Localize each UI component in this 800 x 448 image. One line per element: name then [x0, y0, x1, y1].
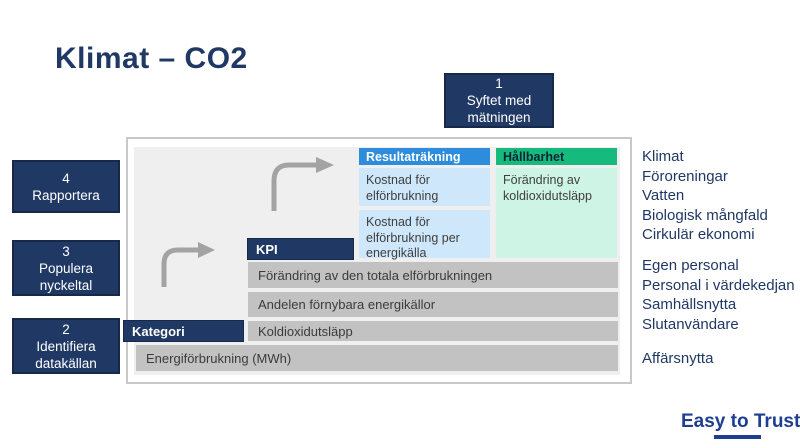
sustainability-item: Förändring av koldioxidutsläpp — [496, 168, 617, 258]
step-box-purpose: 1 Syftet med mätningen — [444, 73, 554, 128]
legend-item: Samhällsnytta — [642, 296, 737, 313]
step-label-line: Identifiera — [36, 338, 96, 354]
logo-underline — [714, 435, 761, 439]
step-number: 2 — [62, 321, 70, 337]
category-label-box: Kategori — [123, 320, 244, 342]
kpi-bar: Andelen förnybara energikällor — [248, 292, 618, 317]
legend-item: Affärsnytta — [642, 350, 714, 367]
step-box-report: 4 Rapportera — [12, 160, 120, 213]
step-number: 1 — [495, 76, 503, 91]
step-label-line: Rapportera — [32, 187, 100, 203]
step-box-identify: 2 Identifiera datakällan — [12, 318, 120, 374]
legend-item: Vatten — [642, 187, 685, 204]
legend-item: Föroreningar — [642, 167, 728, 185]
header-result: Resultaträkning — [359, 148, 490, 165]
step-label-line: datakällan — [35, 355, 97, 371]
step-number: 3 — [62, 243, 70, 259]
legend-group-environment: Klimat Föroreningar Vatten Biologisk mån… — [642, 147, 768, 245]
result-item: Kostnad för elförbrukning — [359, 168, 490, 206]
kpi-bar: Koldioxidutsläpp — [248, 321, 618, 341]
easy-to-trust-logo: Easy to Trust — [681, 411, 800, 441]
page-title: Klimat – CO2 — [55, 42, 248, 75]
step-label-line: mätningen — [467, 110, 531, 125]
step-label-line: Populera — [38, 260, 94, 276]
legend-item: Slutanvändare — [642, 315, 739, 333]
header-sustainability: Hållbarhet — [496, 148, 617, 165]
step-label-line: nyckeltal — [39, 277, 93, 293]
legend-item: Cirkulär ekonomi — [642, 226, 755, 243]
logo-text: Easy to Trust — [681, 411, 800, 432]
step-number: 4 — [62, 170, 70, 186]
legend-item: Egen personal — [642, 257, 739, 274]
legend-group-business: Affärsnytta — [642, 349, 713, 369]
result-item: Kostnad för elförbrukning per energikäll… — [359, 210, 490, 260]
kpi-label-box: KPI — [247, 238, 354, 260]
step-box-populate: 3 Populera nyckeltal — [12, 240, 120, 296]
step-label-line: Syftet med — [466, 93, 532, 108]
legend-item: Biologisk mångfald — [642, 206, 768, 224]
kpi-bar: Förändring av den totala elförbrukningen — [248, 262, 618, 288]
legend-item: Personal i värdekedjan — [642, 276, 795, 294]
legend-group-social: Egen personal Personal i värdekedjan Sam… — [642, 256, 795, 334]
legend-item: Klimat — [642, 148, 684, 165]
category-bar: Energiförbrukning (MWh) — [136, 345, 618, 371]
